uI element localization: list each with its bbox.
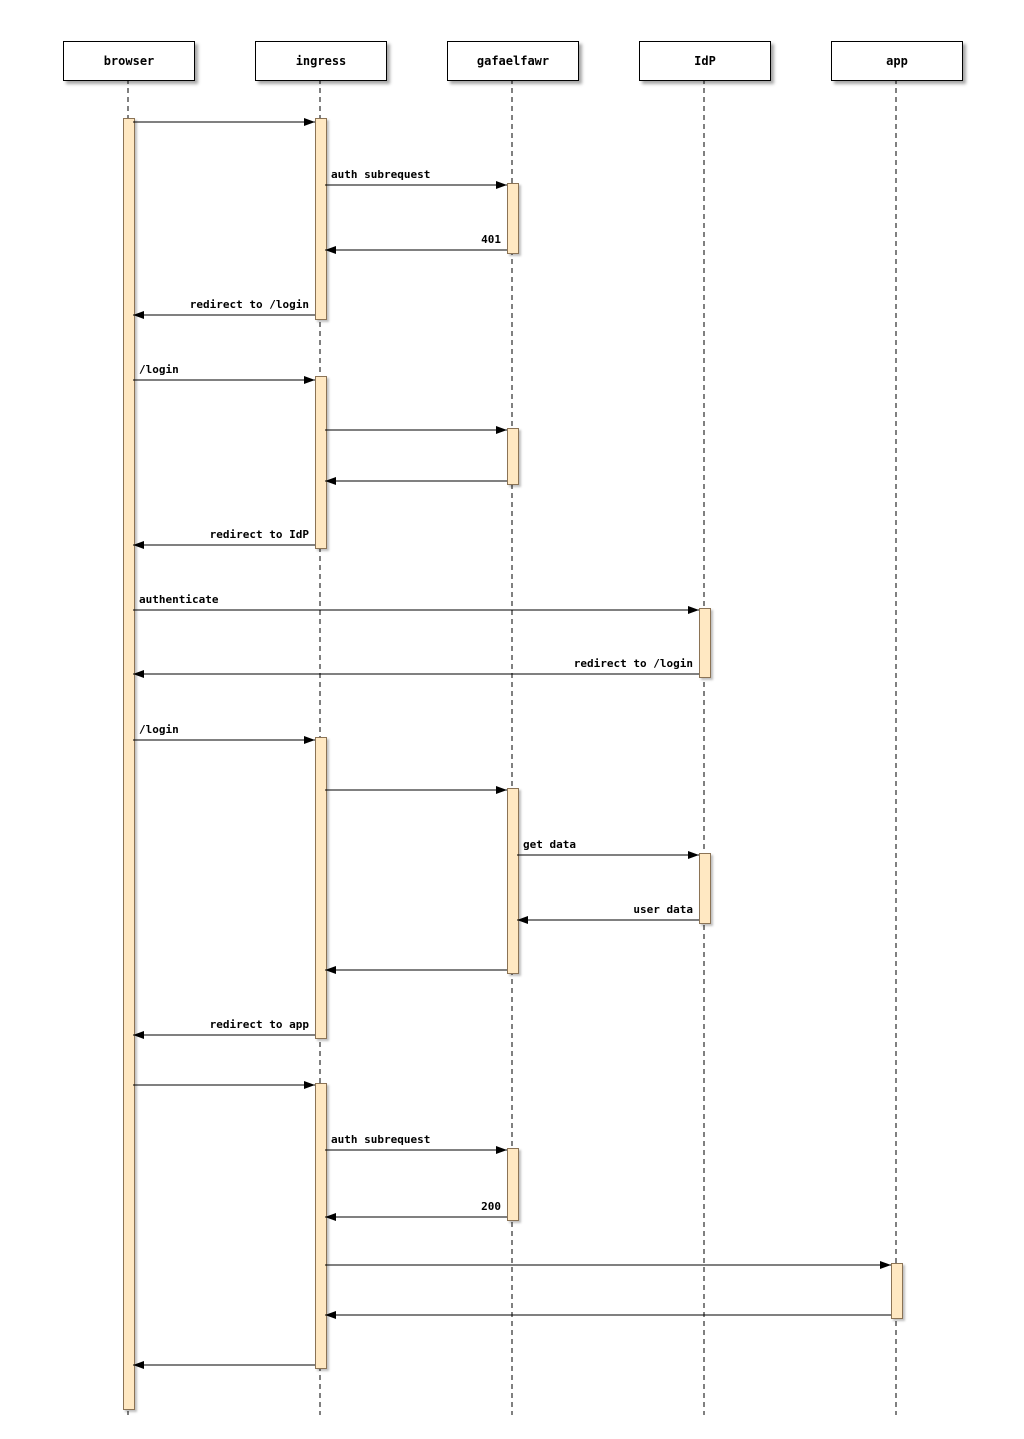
participant-box-ingress: ingress	[255, 41, 387, 81]
message-label: authenticate	[139, 593, 219, 606]
message-label: /login	[139, 363, 179, 376]
message-label: auth subrequest	[331, 1133, 431, 1146]
participant-label: gafaelfawr	[476, 54, 550, 68]
activation-bar-gafaelfawr	[507, 1148, 519, 1221]
participant-box-gafaelfawr: gafaelfawr	[447, 41, 579, 81]
participant-box-browser: browser	[63, 41, 195, 81]
message-label: redirect to /login	[189, 298, 309, 311]
participant-box-app: app	[831, 41, 963, 81]
participant-label: browser	[103, 54, 155, 68]
participant-box-IdP: IdP	[639, 41, 771, 81]
participant-label: ingress	[295, 54, 347, 68]
message-label: get data	[523, 838, 576, 851]
activation-bar-gafaelfawr	[507, 788, 519, 974]
activation-bar-gafaelfawr	[507, 183, 519, 254]
message-label: redirect to /login	[573, 657, 693, 670]
participant-label: app	[886, 54, 908, 68]
activation-bar-gafaelfawr	[507, 428, 519, 485]
activation-bar-IdP	[699, 853, 711, 924]
activation-bar-ingress	[315, 737, 327, 1039]
message-label: 401	[481, 233, 501, 246]
message-label: redirect to app	[209, 1018, 309, 1031]
activation-bar-app	[891, 1263, 903, 1319]
message-label: redirect to IdP	[209, 528, 309, 541]
message-label: auth subrequest	[331, 168, 431, 181]
activation-bar-IdP	[699, 608, 711, 678]
activation-bar-ingress	[315, 376, 327, 549]
activation-bar-browser	[123, 118, 135, 1410]
activation-bar-ingress	[315, 118, 327, 320]
activation-bar-ingress	[315, 1083, 327, 1369]
participant-label: IdP	[694, 54, 716, 68]
message-label: 200	[481, 1200, 501, 1213]
message-label: user data	[633, 903, 693, 916]
message-label: /login	[139, 723, 179, 736]
